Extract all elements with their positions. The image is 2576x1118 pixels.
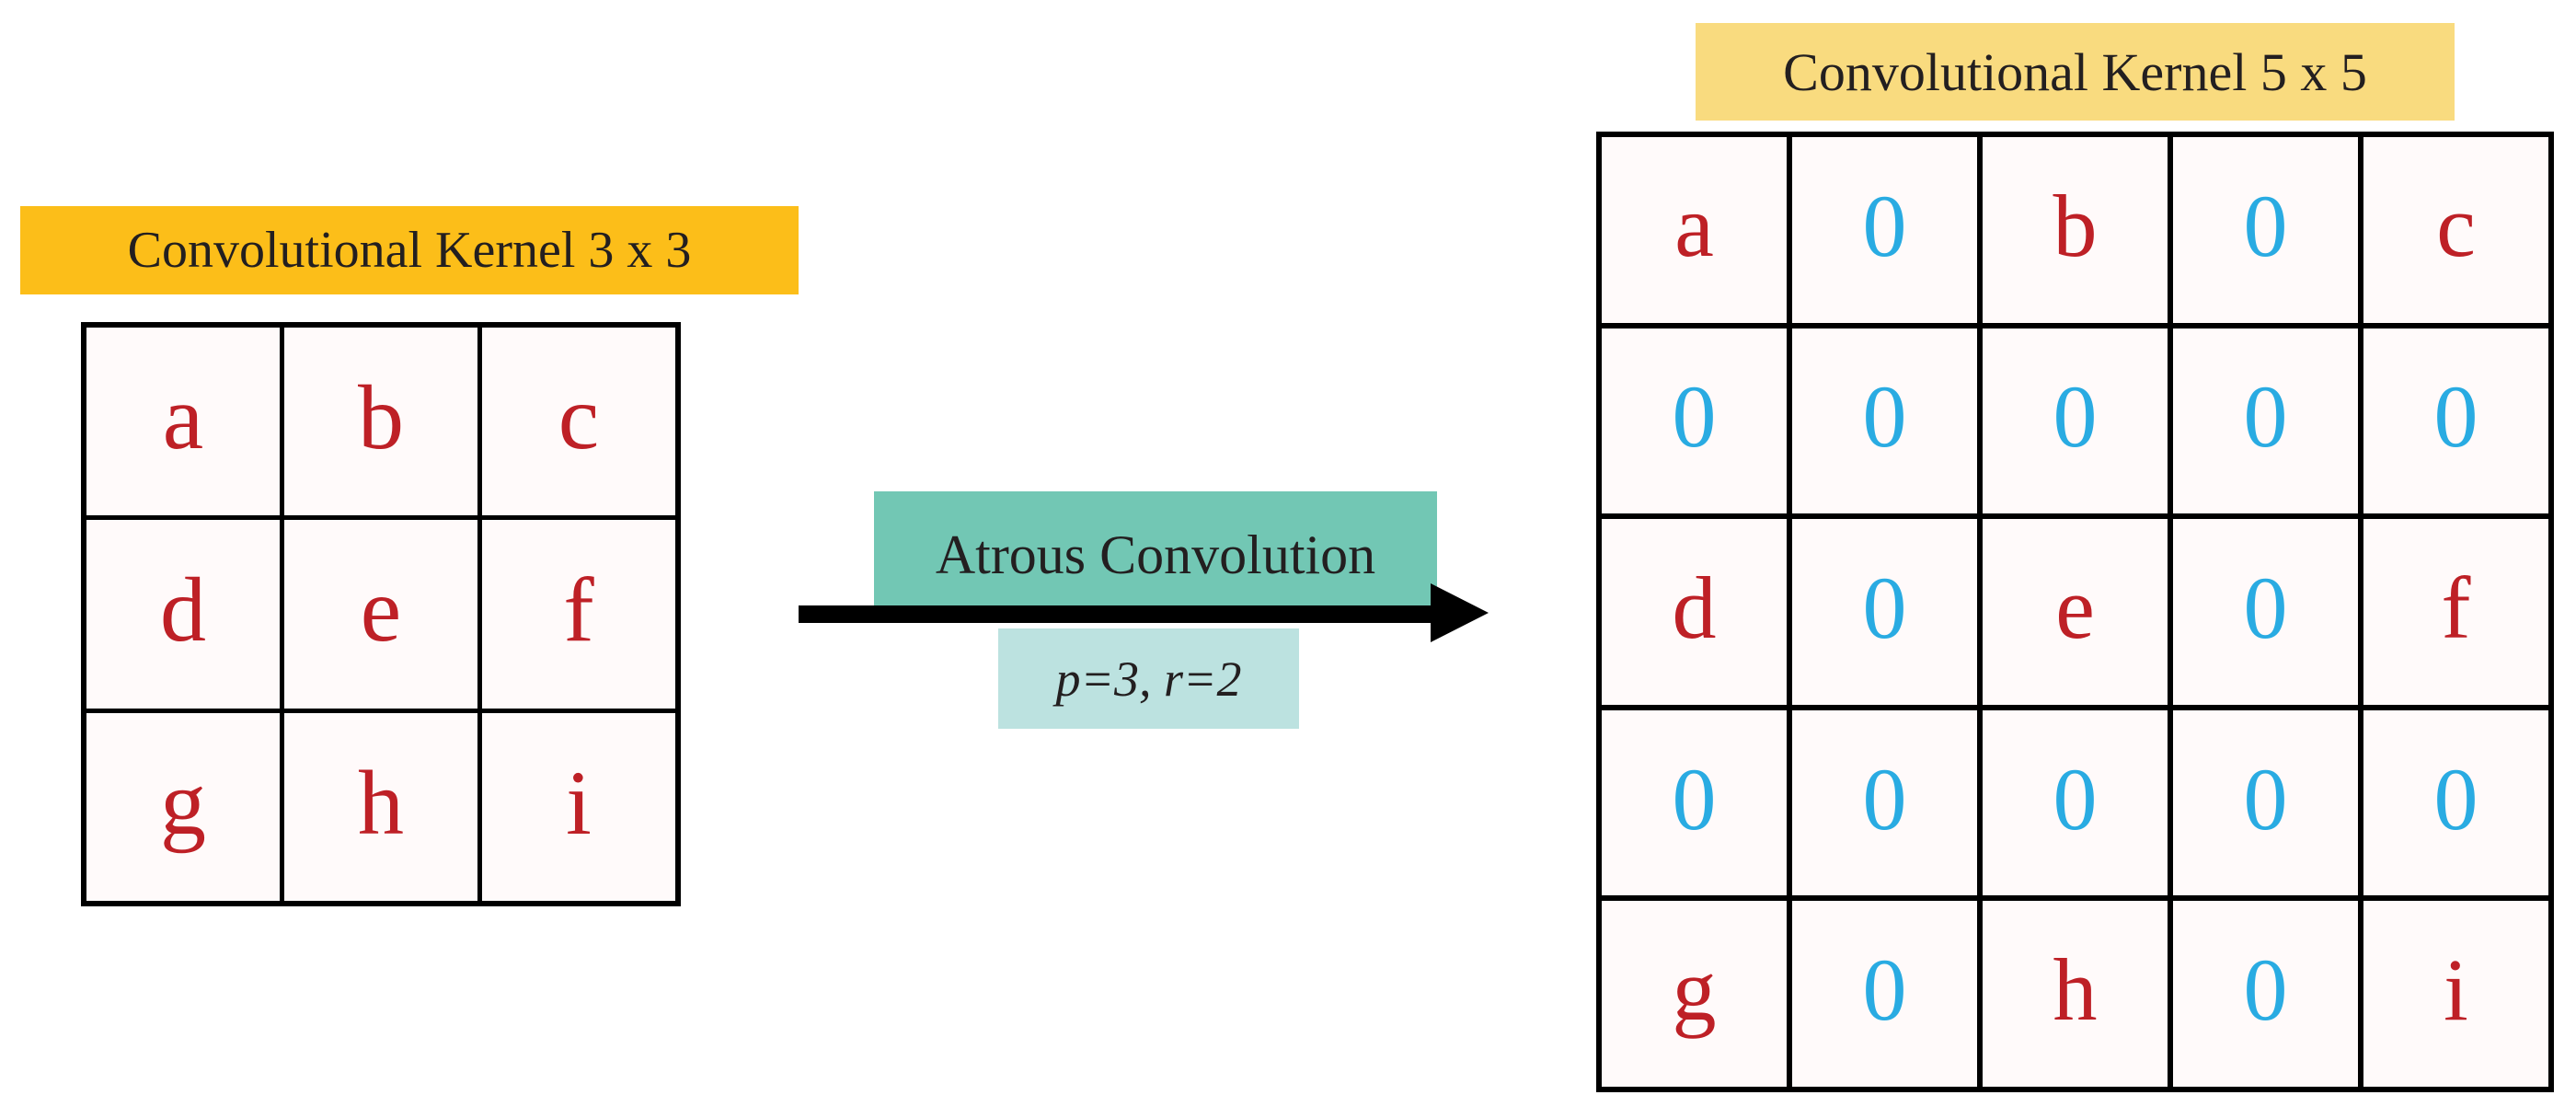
- kernel-5x5-cell-value: f: [2441, 558, 2471, 657]
- kernel-5x5-cell-value: e: [2055, 558, 2095, 657]
- kernel-5x5-cell: 0: [2173, 137, 2358, 323]
- kernel-5x5-cell: f: [2363, 519, 2548, 705]
- kernel-5x5-cell: 0: [2363, 328, 2548, 514]
- kernel-5x5-cell: 0: [1792, 137, 1977, 323]
- kernel-5x5-cell: a: [1602, 137, 1787, 323]
- kernel-5x5-cell-value: c: [2436, 176, 2476, 275]
- kernel-5x5-cell-value: 0: [2053, 749, 2098, 848]
- kernel-5x5-cell: 0: [2173, 709, 2358, 896]
- kernel-5x5-cell: h: [1983, 901, 2168, 1087]
- kernel-5x5-cell: 0: [1792, 519, 1977, 705]
- kernel-5x5-title-banner: Convolutional Kernel 5 x 5: [1696, 23, 2455, 121]
- kernel-5x5-cell-value: b: [2053, 176, 2098, 275]
- kernel-3x3-cell: g: [86, 712, 280, 901]
- arrow-right-icon: [799, 583, 1489, 642]
- kernel-5x5-cell-value: 0: [2053, 367, 2098, 467]
- kernel-5x5-cell: g: [1602, 901, 1787, 1087]
- kernel-5x5-title-text: Convolutional Kernel 5 x 5: [1783, 41, 2367, 102]
- transform-arrow: [799, 583, 1489, 642]
- kernel-5x5-cell: 0: [1602, 709, 1787, 896]
- kernel-3x3-cell: c: [482, 328, 675, 516]
- kernel-5x5-cell-value: 0: [2243, 940, 2288, 1040]
- kernel-3x3-title-text: Convolutional Kernel 3 x 3: [127, 222, 692, 279]
- kernel-3x3-cell: e: [284, 520, 477, 709]
- kernel-3x3-grid: a b c d e f g h i: [81, 322, 681, 906]
- kernel-5x5-cell-value: 0: [2243, 367, 2288, 467]
- kernel-3x3-cell: a: [86, 328, 280, 516]
- kernel-5x5-cell-value: a: [1674, 176, 1714, 275]
- atrous-params-label: p=3, r=2: [998, 628, 1299, 729]
- kernel-5x5-cell-value: 0: [2433, 749, 2478, 848]
- atrous-convolution-text: Atrous Convolution: [935, 524, 1376, 585]
- kernel-5x5-cell-value: 0: [2243, 558, 2288, 657]
- kernel-3x3-cell: d: [86, 520, 280, 709]
- kernel-5x5-cell-value: d: [1672, 558, 1717, 657]
- kernel-5x5-cell-value: 0: [2433, 367, 2478, 467]
- kernel-3x3-cell-value: i: [566, 751, 592, 854]
- kernel-5x5-cell-value: 0: [1862, 558, 1907, 657]
- kernel-5x5-cell-value: 0: [1862, 749, 1907, 848]
- kernel-3x3-cell: b: [284, 328, 477, 516]
- kernel-5x5-cell: 0: [1983, 328, 2168, 514]
- kernel-5x5-cell: 0: [2173, 901, 2358, 1087]
- kernel-5x5-cell: b: [1983, 137, 2168, 323]
- kernel-5x5-cell: e: [1983, 519, 2168, 705]
- kernel-5x5-cell: 0: [1792, 328, 1977, 514]
- kernel-3x3-cell: h: [284, 712, 477, 901]
- kernel-5x5-cell-value: 0: [1862, 367, 1907, 467]
- kernel-5x5-cell: i: [2363, 901, 2548, 1087]
- kernel-5x5-cell: 0: [1792, 901, 1977, 1087]
- kernel-5x5-cell: 0: [2173, 328, 2358, 514]
- kernel-3x3-cell-value: d: [160, 559, 206, 662]
- kernel-5x5-cell-value: 0: [1672, 367, 1717, 467]
- kernel-5x5-cell: 0: [1983, 709, 2168, 896]
- atrous-convolution-label: Atrous Convolution: [874, 491, 1437, 618]
- kernel-5x5-cell-value: 0: [2243, 176, 2288, 275]
- kernel-5x5-cell-value: 0: [1672, 749, 1717, 848]
- kernel-5x5-cell-value: g: [1672, 940, 1717, 1040]
- kernel-3x3-cell-value: g: [160, 751, 206, 854]
- kernel-3x3-cell-value: c: [558, 366, 600, 469]
- kernel-5x5-cell-value: h: [2053, 940, 2098, 1040]
- kernel-5x5-cell-value: 0: [1862, 940, 1907, 1040]
- kernel-5x5-grid: a 0 b 0 c 0 0 0 0 0 d 0 e 0 f 0 0 0 0 0 g 0 h 0 i: [1596, 132, 2554, 1092]
- atrous-params-text: p=3, r=2: [1055, 651, 1242, 707]
- kernel-3x3-cell-value: a: [162, 366, 204, 469]
- kernel-3x3-cell-value: e: [360, 559, 402, 662]
- kernel-5x5-cell: 0: [1602, 328, 1787, 514]
- kernel-5x5-cell: d: [1602, 519, 1787, 705]
- kernel-5x5-cell: 0: [2363, 709, 2548, 896]
- kernel-3x3-cell-value: h: [358, 751, 404, 854]
- kernel-3x3-cell: f: [482, 520, 675, 709]
- kernel-5x5-cell: c: [2363, 137, 2548, 323]
- kernel-3x3-title-banner: Convolutional Kernel 3 x 3: [20, 206, 799, 294]
- kernel-5x5-cell: 0: [1792, 709, 1977, 896]
- kernel-5x5-cell-value: i: [2444, 940, 2468, 1040]
- kernel-3x3-cell-value: b: [358, 366, 404, 469]
- kernel-5x5-cell: 0: [2173, 519, 2358, 705]
- kernel-5x5-cell-value: 0: [2243, 749, 2288, 848]
- kernel-5x5-cell-value: 0: [1862, 176, 1907, 275]
- kernel-3x3-cell: i: [482, 712, 675, 901]
- kernel-3x3-cell-value: f: [563, 559, 594, 662]
